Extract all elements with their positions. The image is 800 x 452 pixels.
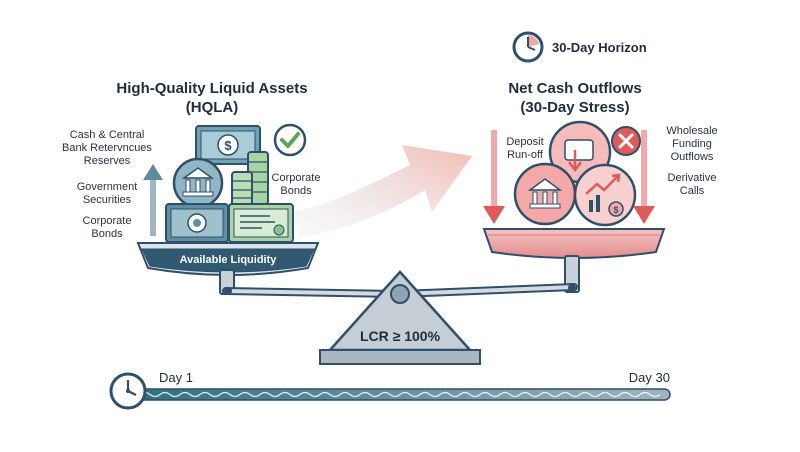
- label-corp-right-1: Corporate: [272, 172, 321, 184]
- hqla-subtitle: (HQLA): [186, 99, 239, 116]
- dollar-icon: $: [224, 138, 232, 153]
- coin-stack-icon: [231, 151, 269, 207]
- outflows-subtitle: (30-Day Stress): [520, 99, 629, 116]
- label-wholesale-1: Wholesale: [666, 125, 717, 137]
- label-cash-2: Bank Retervncues: [62, 142, 152, 154]
- label-corp-left-2: Bonds: [91, 228, 123, 240]
- hqla-right-label: Corporate Bonds: [272, 172, 321, 197]
- label-derivative-2: Calls: [680, 185, 705, 197]
- label-corp-left-1: Corporate: [83, 215, 132, 227]
- label-derivative-1: Derivative: [668, 172, 717, 184]
- hqla-left-labels: Cash & Central Bank Retervncues Reserves…: [62, 129, 152, 240]
- label-gov-2: Securities: [83, 194, 132, 206]
- horizon-clock-icon: [512, 31, 544, 63]
- label-cash-3: Reserves: [84, 155, 131, 167]
- label-corp-right-2: Bonds: [280, 185, 312, 197]
- outflows-right-labels: Wholesale Funding Outflows Derivative Ca…: [666, 125, 717, 197]
- label-wholesale-2: Funding: [672, 138, 712, 150]
- timeline: Day 1 Day 30: [109, 370, 671, 410]
- available-liquidity-label: Available Liquidity: [180, 254, 278, 266]
- outflows-left-label: Deposit Run-off: [506, 136, 544, 161]
- hqla-assets-stack: $: [165, 123, 307, 243]
- outflows-pan: [482, 228, 666, 259]
- outflow-icons: $: [513, 120, 641, 227]
- balance-scale: LCR ≥ 100%: [219, 255, 580, 365]
- coin-dollar-icon: $: [613, 205, 618, 215]
- outflows-arrows: [483, 130, 655, 224]
- label-deposit-1: Deposit: [506, 136, 543, 148]
- label-deposit-2: Run-off: [507, 149, 544, 161]
- lcr-label: LCR ≥ 100%: [360, 328, 441, 344]
- up-arrow-icon: [143, 164, 163, 236]
- label-cash-1: Cash & Central: [70, 129, 145, 141]
- label-gov-1: Government: [77, 181, 138, 193]
- timeline-end-label: Day 30: [629, 370, 670, 385]
- flow-arrow: [292, 145, 472, 238]
- label-wholesale-3: Outflows: [671, 151, 714, 163]
- timeline-clock-icon: [109, 372, 147, 410]
- timeline-start-label: Day 1: [159, 370, 193, 385]
- hqla-title: High-Quality Liquid Assets: [116, 80, 307, 97]
- check-icon: [273, 123, 307, 157]
- outflows-title: Net Cash Outflows: [508, 80, 641, 97]
- horizon-label: 30-Day Horizon: [552, 40, 647, 55]
- rising-chart-icon: [573, 163, 637, 227]
